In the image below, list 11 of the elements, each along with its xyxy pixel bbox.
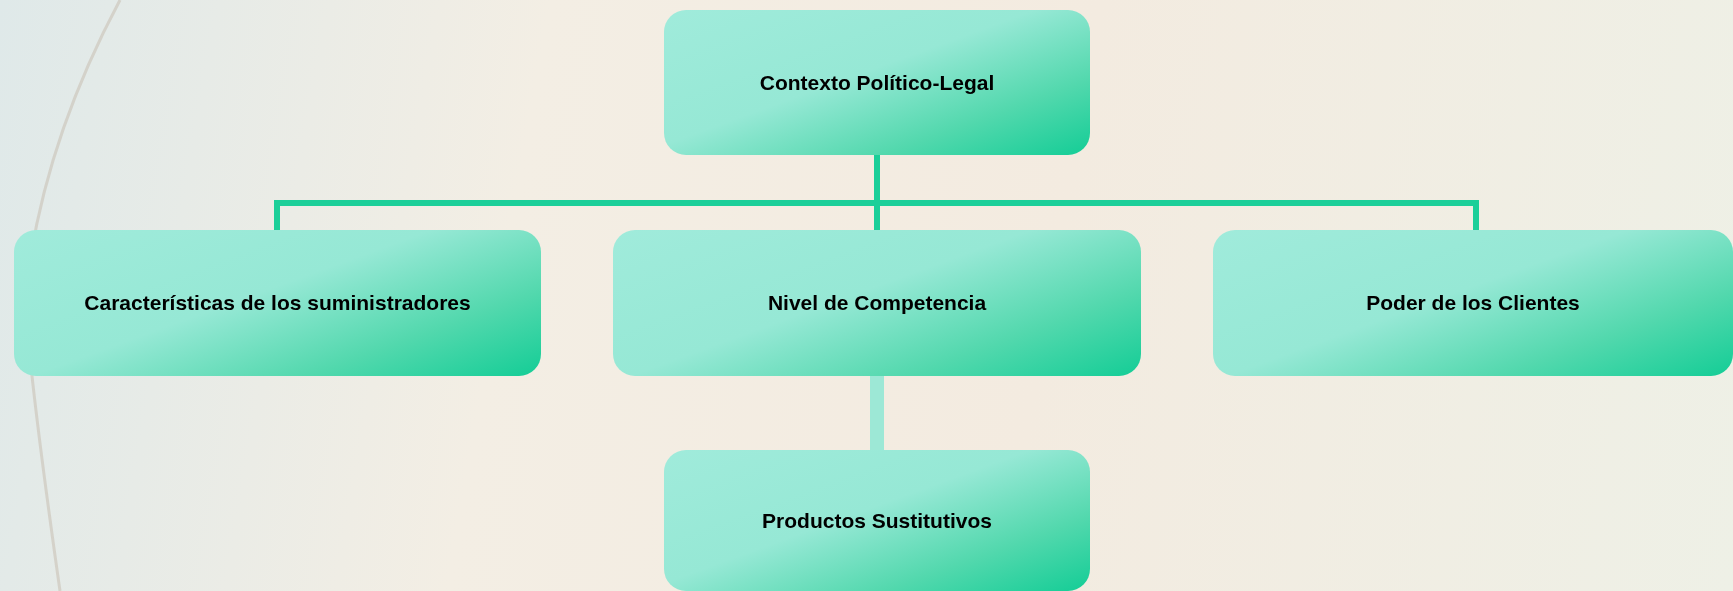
- process-box: [1213, 230, 1733, 376]
- connector-line: [870, 376, 884, 450]
- box-label: Nivel de Competencia: [767, 291, 987, 315]
- box-label: Características de los suministradores: [84, 291, 471, 315]
- box-label: Poder de los Clientes: [1366, 291, 1580, 315]
- box-label: Contexto Político-Legal: [759, 70, 995, 95]
- process-box: [14, 230, 541, 376]
- box-label: Productos Sustitutivos: [762, 508, 992, 533]
- process-box: [664, 450, 1090, 591]
- process-box: [613, 230, 1141, 376]
- process-box: [664, 10, 1090, 155]
